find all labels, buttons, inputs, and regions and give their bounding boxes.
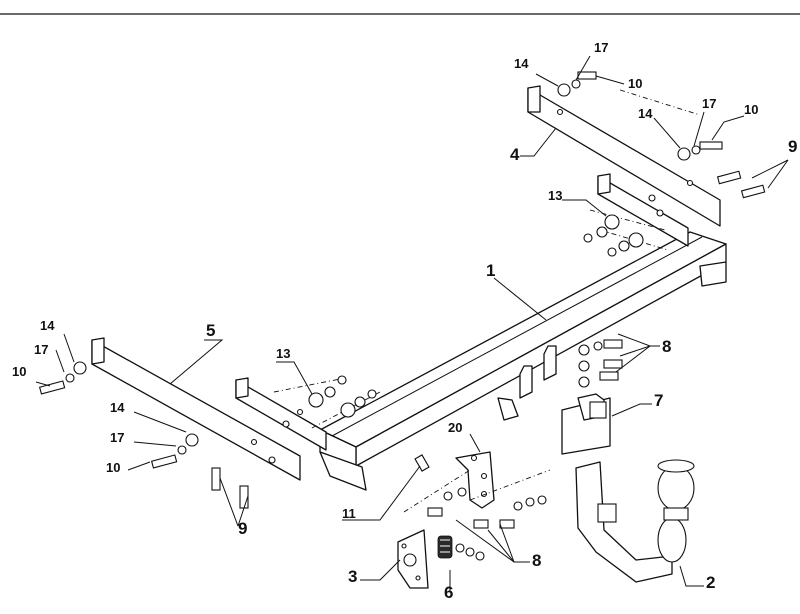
callout-10c: 10 [12, 364, 26, 379]
callout-17d: 17 [110, 430, 124, 445]
part-20-bracket [455, 451, 495, 509]
callout-4: 4 [510, 145, 520, 164]
hardware-group [38, 71, 766, 529]
part-3-socket-plate [397, 529, 429, 589]
part-6-spring [437, 535, 485, 561]
callout-14c: 14 [40, 318, 55, 333]
callout-17c: 17 [34, 342, 48, 357]
callout-13b: 13 [276, 346, 290, 361]
callout-1: 1 [486, 261, 495, 280]
part-7-socket-plate [561, 393, 611, 455]
callout-11: 11 [342, 506, 356, 521]
part-5-left-bracket [91, 337, 327, 481]
callout-8a: 8 [662, 337, 671, 356]
callout-7: 7 [654, 391, 663, 410]
callout-13a: 13 [548, 188, 562, 203]
callout-17b: 17 [702, 96, 716, 111]
part-2-tow-ball-neck [575, 459, 695, 583]
callout-14b: 14 [638, 106, 653, 121]
part-4-right-bracket [527, 85, 721, 247]
callout-9a: 9 [788, 137, 797, 156]
callout-14d: 14 [110, 400, 125, 415]
callout-5: 5 [206, 321, 215, 340]
part-1-crossbar [319, 231, 727, 491]
crossbar-mount-tabs [497, 345, 557, 421]
callout-6: 6 [444, 583, 453, 602]
callout-9b: 9 [238, 519, 247, 538]
callout-10d: 10 [106, 460, 120, 475]
callout-8b: 8 [532, 551, 541, 570]
callout-20: 20 [448, 420, 462, 435]
callout-3: 3 [348, 567, 357, 586]
callout-10a: 10 [628, 76, 642, 91]
leader-lines [35, 55, 789, 592]
callout-2: 2 [706, 573, 715, 592]
callout-10b: 10 [744, 102, 758, 117]
callout-14a: 14 [514, 56, 529, 71]
callout-17a: 17 [594, 40, 608, 55]
